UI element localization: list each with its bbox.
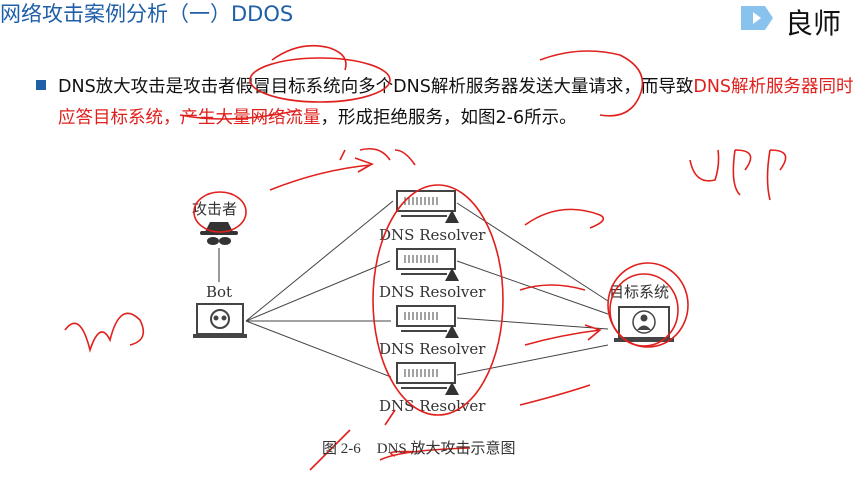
bullet-marker (36, 80, 46, 90)
resolver-1 (396, 190, 459, 223)
logo-text: 良师 (785, 7, 842, 40)
bullet-text: DNS放大攻击是攻击者假冒目标系统向多个DNS解析服务器发送大量请求，而导致DN… (58, 72, 856, 134)
caption-text: DNS 放大攻击示意图 (376, 441, 516, 457)
caption-number: 图 2-6 (322, 441, 361, 457)
resolver-label: DNS Resolver (379, 226, 486, 244)
target-label: 目标系统 (609, 283, 669, 301)
warning-icon (445, 268, 459, 281)
handwritten-annotations (64, 44, 787, 471)
slide-title: 网络攻击案例分析（一）DDOS (0, 2, 294, 26)
text-normal: ，形成拒绝服务，如图2-6所示。 (320, 108, 577, 128)
bot-label: Bot (206, 283, 232, 301)
request-lines (245, 200, 394, 378)
warning-icon (445, 210, 459, 223)
target-laptop-icon (614, 306, 674, 342)
attacker-label: 攻击者 (192, 200, 237, 218)
resolver-4 (396, 362, 459, 395)
text-normal: DNS放大攻击是攻击者假冒目标系统向多个DNS解析服务器发送大量请求，而导致 (58, 77, 694, 97)
attacker-icon (200, 222, 238, 245)
resolver-3 (396, 305, 459, 338)
figure-caption: 图 2-6 DNS 放大攻击示意图 (322, 437, 532, 458)
warning-icon (445, 325, 459, 338)
resolver-2 (396, 248, 459, 281)
logo: 良师 (735, 0, 856, 40)
resolver-label: DNS Resolver (379, 397, 486, 415)
resolver-label: DNS Resolver (379, 340, 486, 358)
bot-laptop-icon (193, 303, 247, 338)
warning-icon (445, 382, 459, 395)
response-lines (456, 202, 609, 376)
text-highlight: DNS解析服务器同时应答目标系统，产生大量网络流量 (58, 77, 854, 128)
resolver-label: DNS Resolver (379, 283, 486, 301)
logo-icon (741, 6, 773, 30)
